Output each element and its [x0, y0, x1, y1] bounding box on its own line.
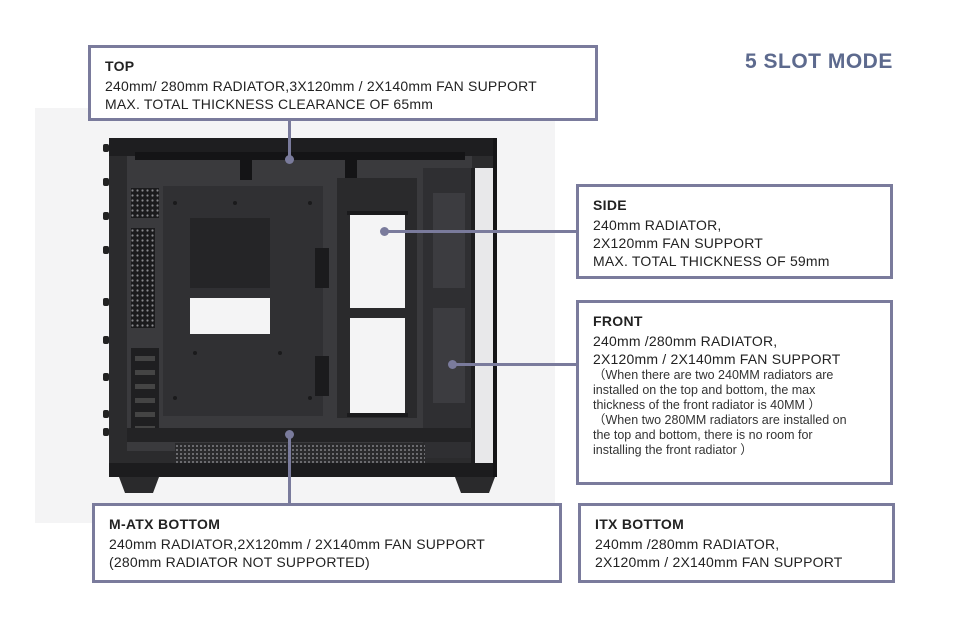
side-connector-dot — [380, 227, 389, 236]
front-connector-dot — [448, 360, 457, 369]
side-callout: SIDE 240mm RADIATOR, 2X120mm FAN SUPPORT… — [576, 184, 893, 279]
side-callout-line: 2X120mm FAN SUPPORT — [593, 235, 764, 251]
front-connector — [452, 363, 578, 366]
itx-bottom-callout-line: 240mm /280mm RADIATOR, — [595, 536, 780, 552]
front-callout-note: thickness of the front radiator is 40MM … — [593, 398, 821, 412]
itx-bottom-callout-line: 2X120mm / 2X140mm FAN SUPPORT — [595, 554, 843, 570]
itx-bottom-callout-title: ITX BOTTOM — [595, 516, 685, 532]
bottom-connector — [288, 435, 291, 505]
top-connector — [288, 120, 291, 160]
side-callout-line: 240mm RADIATOR, — [593, 217, 722, 233]
top-callout: TOP 240mm/ 280mm RADIATOR,3X120mm / 2X14… — [88, 45, 598, 121]
top-callout-title: TOP — [105, 58, 135, 74]
matx-bottom-callout-line: (280mm RADIATOR NOT SUPPORTED) — [109, 554, 370, 570]
itx-bottom-callout: ITX BOTTOM 240mm /280mm RADIATOR, 2X120m… — [578, 503, 895, 583]
front-callout-note: installed on the top and bottom, the max — [593, 383, 816, 397]
bottom-connector-dot — [285, 430, 294, 439]
front-callout-line: 2X120mm / 2X140mm FAN SUPPORT — [593, 351, 841, 367]
front-callout-title: FRONT — [593, 313, 643, 329]
mode-title: 5 SLOT MODE — [745, 50, 893, 73]
front-callout-note: （When there are two 240MM radiators are — [593, 368, 834, 382]
top-callout-line: MAX. TOTAL THICKNESS CLEARANCE OF 65mm — [105, 96, 434, 112]
matx-bottom-callout-line: 240mm RADIATOR,2X120mm / 2X140mm FAN SUP… — [109, 536, 486, 552]
front-callout-note: the top and bottom, there is no room for — [593, 428, 813, 442]
matx-bottom-callout: M-ATX BOTTOM 240mm RADIATOR,2X120mm / 2X… — [92, 503, 562, 583]
top-callout-line: 240mm/ 280mm RADIATOR,3X120mm / 2X140mm … — [105, 78, 537, 94]
side-connector — [385, 230, 578, 233]
front-callout-note: installing the front radiator ） — [593, 443, 753, 457]
top-connector-dot — [285, 155, 294, 164]
front-callout: FRONT 240mm /280mm RADIATOR, 2X120mm / 2… — [576, 300, 893, 485]
front-callout-note: （When two 280MM radiators are installed … — [593, 413, 847, 427]
pc-case-image — [35, 108, 555, 523]
side-callout-line: MAX. TOTAL THICKNESS OF 59mm — [593, 253, 830, 269]
side-callout-title: SIDE — [593, 197, 627, 213]
matx-bottom-callout-title: M-ATX BOTTOM — [109, 516, 221, 532]
front-callout-line: 240mm /280mm RADIATOR, — [593, 333, 778, 349]
